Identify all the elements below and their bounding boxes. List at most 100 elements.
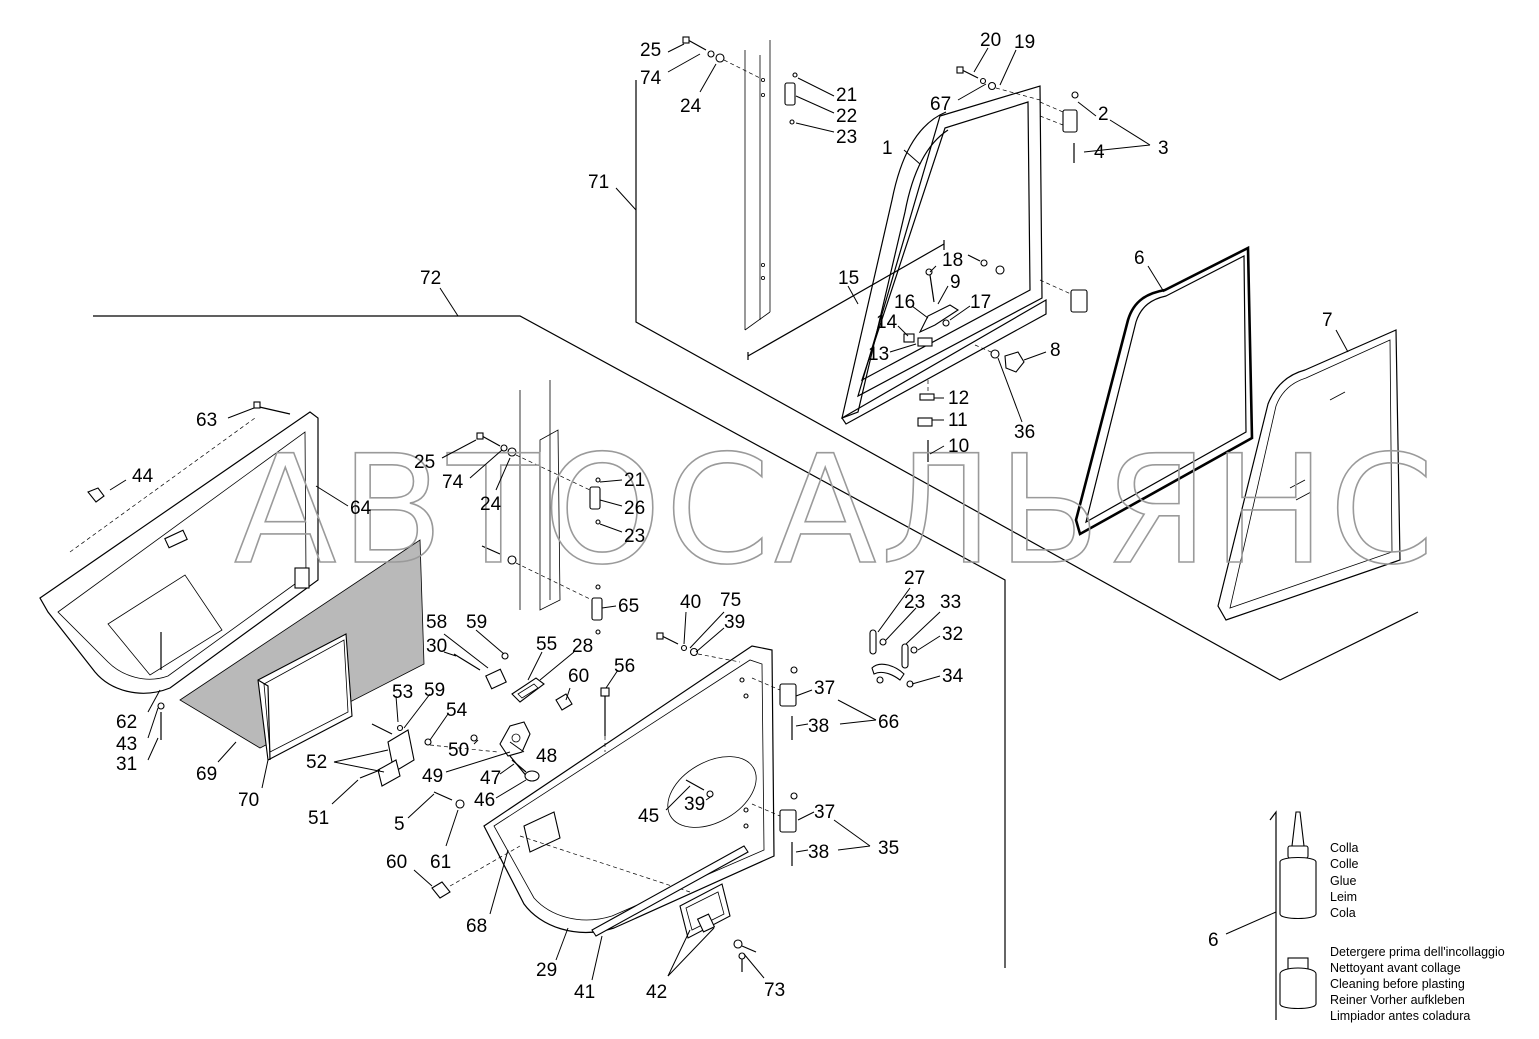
callout-54: 54 (446, 700, 468, 721)
callout-12: 12 (948, 388, 969, 409)
glue-bottle-icon (1279, 811, 1317, 920)
callout-74-upper: 74 (640, 68, 662, 89)
callout-47: 47 (480, 768, 501, 789)
insulation-69 (179, 539, 425, 749)
latch-10-11-12 (917, 380, 935, 462)
callout-68: 68 (466, 916, 487, 937)
key-73 (733, 939, 757, 972)
lower-door-assembly (39, 380, 918, 972)
lower-pillar (476, 380, 593, 611)
legend-cleaner-line-5: Limpiador antes coladura (1330, 1009, 1470, 1023)
callout-32: 32 (942, 624, 963, 645)
callout-labels: 25 74 24 21 22 23 71 20 19 67 2 3 4 1 18… (116, 30, 1333, 1003)
callout-24-upper: 24 (680, 96, 702, 117)
leader-lines (109, 43, 1349, 981)
hinge-26 (589, 477, 601, 525)
upper-window-assembly (682, 36, 1401, 621)
legend-text: 6 Colla Colle Glue Leim Cola Detergere p… (1208, 841, 1505, 1023)
callout-31: 31 (116, 754, 137, 775)
legend-glue-line-2: Colle (1330, 857, 1359, 871)
legend-glue-line-4: Leim (1330, 890, 1357, 904)
callout-13: 13 (868, 344, 889, 365)
hinge-lower-upper (967, 254, 1088, 313)
window-seal-6 (1074, 245, 1254, 536)
hinge-2-3-4 (1039, 91, 1079, 163)
lower-section-outline (93, 315, 1006, 968)
callout-25-lower: 25 (414, 452, 435, 473)
hinge-35 (751, 792, 798, 866)
callout-6-seal: 6 (1134, 248, 1145, 269)
callout-19: 19 (1014, 32, 1035, 53)
callout-61: 61 (430, 852, 451, 873)
callout-28: 28 (572, 636, 593, 657)
lock-parts-58-59-30 (453, 652, 509, 690)
callout-45: 45 (638, 806, 659, 827)
callout-64: 64 (350, 498, 372, 519)
callout-23-upper: 23 (836, 127, 857, 148)
callout-56: 56 (614, 656, 635, 677)
callout-27: 27 (904, 568, 925, 589)
cleaner-can-icon (1279, 957, 1317, 1010)
legend-glue-line-5: Cola (1330, 906, 1356, 920)
callout-9: 9 (950, 272, 961, 293)
callout-55: 55 (536, 634, 557, 655)
callout-34: 34 (942, 666, 964, 687)
callout-25-upper: 25 (640, 40, 661, 61)
callout-14: 14 (876, 312, 898, 333)
clip-60-lower (431, 845, 521, 899)
legend-icons (1225, 810, 1317, 1020)
window-frame-1 (841, 85, 1047, 425)
door-panel-68 (483, 645, 775, 933)
window-glass-7 (1217, 329, 1401, 621)
clip-60-upper (555, 693, 573, 711)
rod-15 (747, 240, 945, 360)
callout-46: 46 (474, 790, 495, 811)
callout-48: 48 (536, 746, 557, 767)
callout-5: 5 (394, 814, 405, 835)
screw-20-19-67 (956, 66, 1041, 101)
screw-25-upper (682, 36, 761, 79)
callout-10: 10 (948, 436, 969, 457)
knob-46-47 (511, 759, 540, 782)
callout-8: 8 (1050, 340, 1061, 361)
callout-58: 58 (426, 612, 447, 633)
callout-62: 62 (116, 712, 137, 733)
strip-41 (591, 845, 749, 937)
callout-50: 50 (448, 740, 469, 761)
section-outlines (93, 80, 1419, 968)
legend-glue-line-1: Colla (1330, 841, 1359, 855)
callout-59-upper: 59 (466, 612, 487, 633)
latch-plate-52 (359, 723, 499, 787)
callout-17: 17 (970, 292, 991, 313)
callout-38-lower: 38 (808, 842, 829, 863)
callout-44: 44 (132, 466, 154, 487)
screw-5-61 (433, 791, 465, 809)
callout-36: 36 (1014, 422, 1035, 443)
callout-18: 18 (942, 250, 963, 271)
callout-43: 43 (116, 734, 137, 755)
callout-2: 2 (1098, 104, 1109, 125)
callout-37-lower: 37 (814, 802, 835, 823)
callout-65: 65 (618, 596, 639, 617)
callout-71: 71 (588, 172, 609, 193)
callout-70: 70 (238, 790, 259, 811)
legend-cleaner-line-4: Reiner Vorher aufkleben (1330, 993, 1465, 1007)
pad-70 (257, 633, 353, 761)
callout-11: 11 (948, 410, 968, 431)
hinge-22 (784, 72, 798, 125)
callout-35: 35 (878, 838, 899, 859)
callout-73: 73 (764, 980, 785, 1001)
callout-69: 69 (196, 764, 217, 785)
upper-section-outline (635, 80, 1419, 681)
callout-60-upper: 60 (568, 666, 589, 687)
handle-parts-27-34 (869, 629, 918, 688)
callout-53: 53 (392, 682, 413, 703)
legend-cleaner-line-3: Cleaning before plasting (1330, 977, 1465, 991)
callout-51: 51 (308, 808, 329, 829)
handle-42 (679, 883, 731, 939)
callout-37-upper: 37 (814, 678, 835, 699)
legend-bracket (1269, 810, 1277, 1020)
screws-40-75-39 (656, 632, 741, 663)
